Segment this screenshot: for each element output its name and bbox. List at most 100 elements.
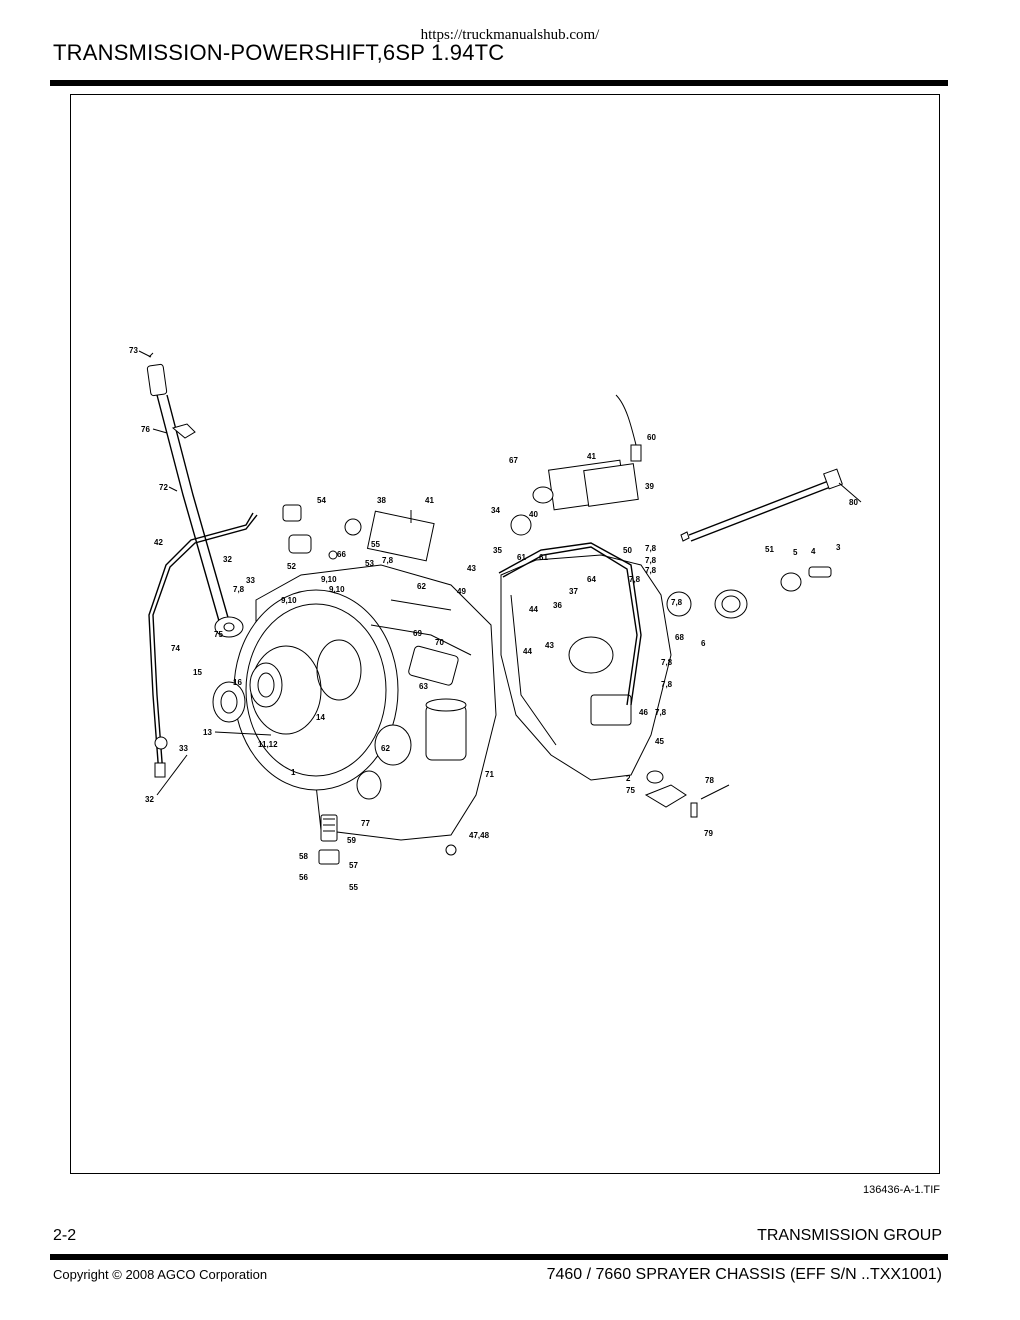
svg-text:74: 74 <box>171 644 180 653</box>
svg-text:2: 2 <box>626 774 631 783</box>
drive-shaft <box>680 468 843 542</box>
svg-text:7,8: 7,8 <box>671 598 683 607</box>
svg-text:34: 34 <box>491 506 500 515</box>
control-valve-left <box>282 504 435 562</box>
header-rule <box>50 80 948 86</box>
leader-lines <box>138 350 862 800</box>
svg-text:46: 46 <box>639 708 648 717</box>
svg-text:33: 33 <box>179 744 188 753</box>
svg-text:80: 80 <box>849 498 858 507</box>
transmission-housing-rear <box>498 394 832 818</box>
svg-text:66: 66 <box>337 550 346 559</box>
svg-text:41: 41 <box>425 496 434 505</box>
svg-text:3: 3 <box>836 543 841 552</box>
svg-text:75: 75 <box>626 786 635 795</box>
svg-text:39: 39 <box>645 482 654 491</box>
svg-text:67: 67 <box>509 456 518 465</box>
exploded-view-figure: 73 76 72 42 32 33 7,8 75 74 15 16 13 33 … <box>70 94 940 1174</box>
svg-text:7,8: 7,8 <box>645 566 657 575</box>
oil-line <box>148 512 258 778</box>
svg-text:7,8: 7,8 <box>661 658 673 667</box>
svg-text:73: 73 <box>129 346 138 355</box>
svg-text:40: 40 <box>529 510 538 519</box>
svg-text:55: 55 <box>371 540 380 549</box>
copyright-notice: Copyright © 2008 AGCO Corporation <box>53 1267 268 1282</box>
svg-text:44: 44 <box>529 605 538 614</box>
svg-text:77: 77 <box>361 819 370 828</box>
svg-text:71: 71 <box>485 770 494 779</box>
callout-labels: 73 76 72 42 32 33 7,8 75 74 15 16 13 33 … <box>129 346 858 892</box>
svg-text:9,10: 9,10 <box>281 596 297 605</box>
svg-text:50: 50 <box>623 546 632 555</box>
svg-text:56: 56 <box>299 873 308 882</box>
svg-text:64: 64 <box>587 575 596 584</box>
svg-text:69: 69 <box>413 629 422 638</box>
svg-text:36: 36 <box>553 601 562 610</box>
svg-text:6: 6 <box>701 639 706 648</box>
svg-text:57: 57 <box>349 861 358 870</box>
figure-file-id: 136436-A-1.TIF <box>862 1184 940 1196</box>
svg-text:59: 59 <box>347 836 356 845</box>
svg-text:42: 42 <box>154 538 163 547</box>
model-designation: 7460 / 7660 SPRAYER CHASSIS (EFF S/N ..T… <box>546 1266 942 1283</box>
svg-text:32: 32 <box>145 795 154 804</box>
svg-text:13: 13 <box>203 728 212 737</box>
svg-text:63: 63 <box>419 682 428 691</box>
svg-text:38: 38 <box>377 496 386 505</box>
svg-text:70: 70 <box>435 638 444 647</box>
svg-text:1: 1 <box>291 768 296 777</box>
svg-text:55: 55 <box>349 883 358 892</box>
svg-text:5: 5 <box>793 548 798 557</box>
svg-text:37: 37 <box>569 587 578 596</box>
svg-text:62: 62 <box>417 582 426 591</box>
svg-text:51: 51 <box>765 545 774 554</box>
svg-text:7,8: 7,8 <box>655 708 667 717</box>
svg-text:7,8: 7,8 <box>645 556 657 565</box>
svg-text:7,8: 7,8 <box>382 556 394 565</box>
footer-rule <box>50 1254 948 1260</box>
oil-filter <box>318 645 467 865</box>
svg-text:62: 62 <box>381 744 390 753</box>
dipstick-tube <box>146 352 244 638</box>
svg-text:11,12: 11,12 <box>258 740 278 749</box>
svg-text:41: 41 <box>587 452 596 461</box>
svg-text:15: 15 <box>193 668 202 677</box>
svg-text:79: 79 <box>704 829 713 838</box>
svg-text:47,48: 47,48 <box>469 831 490 840</box>
svg-text:7,8: 7,8 <box>645 544 657 553</box>
transmission-housing-front <box>212 564 497 841</box>
source-url[interactable]: https://truckmanualshub.com/ <box>420 27 600 43</box>
svg-text:14: 14 <box>316 713 325 722</box>
section-name: TRANSMISSION GROUP <box>757 1227 942 1244</box>
svg-text:58: 58 <box>299 852 308 861</box>
svg-text:33: 33 <box>246 576 255 585</box>
svg-text:75: 75 <box>214 630 223 639</box>
svg-text:4: 4 <box>811 547 816 556</box>
svg-text:43: 43 <box>467 564 476 573</box>
svg-text:32: 32 <box>223 555 232 564</box>
svg-text:49: 49 <box>457 587 466 596</box>
svg-text:35: 35 <box>493 546 502 555</box>
svg-text:9,10: 9,10 <box>329 585 345 594</box>
svg-text:7,8: 7,8 <box>661 680 673 689</box>
svg-text:61: 61 <box>517 553 526 562</box>
transmission-exploded-drawing: 73 76 72 42 32 33 7,8 75 74 15 16 13 33 … <box>129 346 862 892</box>
svg-text:7,8: 7,8 <box>233 585 245 594</box>
svg-text:44: 44 <box>523 647 532 656</box>
svg-text:72: 72 <box>159 483 168 492</box>
svg-text:68: 68 <box>675 633 684 642</box>
page-number: 2-2 <box>53 1227 77 1244</box>
svg-text:7,8: 7,8 <box>629 575 641 584</box>
page-title: TRANSMISSION-POWERSHIFT,6SP 1.94TC <box>53 40 505 65</box>
svg-text:53: 53 <box>365 559 374 568</box>
svg-text:45: 45 <box>655 737 664 746</box>
svg-text:16: 16 <box>233 678 242 687</box>
svg-text:52: 52 <box>287 562 296 571</box>
svg-text:43: 43 <box>545 641 554 650</box>
svg-text:78: 78 <box>705 776 714 785</box>
svg-text:76: 76 <box>141 425 150 434</box>
svg-text:60: 60 <box>647 433 656 442</box>
svg-text:9,10: 9,10 <box>321 575 337 584</box>
svg-text:61: 61 <box>539 553 548 562</box>
svg-text:54: 54 <box>317 496 326 505</box>
